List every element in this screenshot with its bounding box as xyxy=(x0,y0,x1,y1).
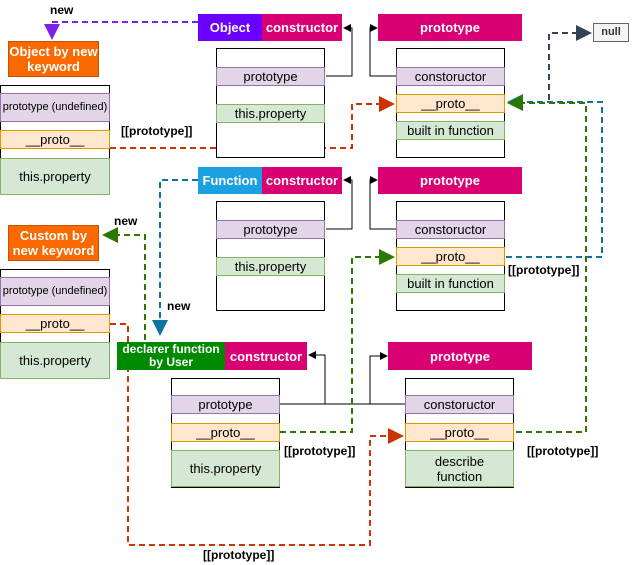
user-fn-prototype-row: prototype xyxy=(171,395,280,414)
user-function-header: declarer function by User xyxy=(117,342,225,370)
prototype-link-label-function: [[prototype]] xyxy=(508,263,580,277)
object-instance-proto-row: __proto__ xyxy=(0,130,110,149)
user-fn-proto-link xyxy=(280,249,395,433)
custom-instance-link xyxy=(110,323,404,546)
prototype-link-label-object-instance: [[prototype]] xyxy=(121,124,193,138)
object-instance-this-property-row: this.property xyxy=(0,158,110,195)
object-proto-proto-row: __proto__ xyxy=(396,94,505,113)
function-prototype-header: prototype xyxy=(378,167,522,194)
object-fn-prototype-row: prototype xyxy=(216,67,325,86)
function-links xyxy=(326,176,396,230)
object-fn-this-property-row: this.property xyxy=(216,104,325,123)
null-link xyxy=(548,25,592,100)
user-fn-proto-row: __proto__ xyxy=(171,423,280,442)
custom-instance-prototype-row: prototype (undefined) xyxy=(0,277,110,306)
custom-instance-title: Custom by new keyword xyxy=(8,225,99,261)
function-proto-builtin-row: built in function xyxy=(396,274,505,293)
object-instance-prototype-row: prototype (undefined) xyxy=(0,93,110,122)
object-function-frame xyxy=(216,48,325,158)
user-links xyxy=(280,351,405,405)
function-constructor-header: constructor xyxy=(262,167,342,194)
function-proto-constructor-row: constoructor xyxy=(396,220,505,239)
object-proto-constructor-row: constoructor xyxy=(396,67,505,86)
object-proto-builtin-row: built in function xyxy=(396,121,505,140)
function-fn-this-property-row: this.property xyxy=(216,257,325,276)
prototype-link-label-user-fn: [[prototype]] xyxy=(284,444,356,458)
object-links xyxy=(326,24,396,77)
user-prototype-header: prototype xyxy=(388,342,532,370)
function-proto-link xyxy=(506,94,603,258)
function-new-arrow xyxy=(152,179,198,336)
user-fn-this-property-row: this.property xyxy=(171,450,280,487)
object-header: Object xyxy=(198,14,262,41)
new-label-custom: new xyxy=(114,214,138,228)
new-object-arrow xyxy=(44,21,198,40)
custom-instance-this-property-row: this.property xyxy=(0,342,110,379)
function-fn-prototype-row: prototype xyxy=(216,220,325,239)
user-constructor-header: constructor xyxy=(225,342,307,370)
function-header: Function xyxy=(198,167,262,194)
new-label-object: new xyxy=(50,3,74,17)
prototype-link-label-custom-instance: [[prototype]] xyxy=(203,548,275,562)
user-proto-constructor-row: constoructor xyxy=(405,395,514,414)
function-function-frame xyxy=(216,201,325,311)
object-prototype-header: prototype xyxy=(378,14,522,41)
user-proto-describe-row: describe function xyxy=(405,450,514,487)
custom-instance-proto-row: __proto__ xyxy=(0,314,110,333)
user-proto-link xyxy=(507,95,587,433)
object-constructor-header: constructor xyxy=(262,14,342,41)
null-box: null xyxy=(593,23,629,42)
function-proto-proto-row: __proto__ xyxy=(396,247,505,266)
user-proto-proto-row: __proto__ xyxy=(405,423,514,442)
object-instance-title: Object by new keyword xyxy=(8,41,99,77)
prototype-link-label-user-proto: [[prototype]] xyxy=(527,444,599,458)
custom-new-arrow xyxy=(102,227,146,340)
new-label-user: new xyxy=(167,299,191,313)
